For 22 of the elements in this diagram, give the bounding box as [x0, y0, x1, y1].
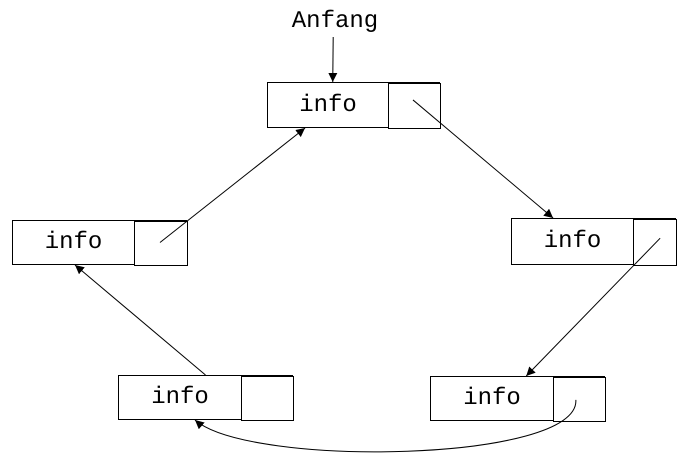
pointer-arrow [412, 99, 554, 218]
pointer-arrow [194, 399, 576, 452]
pointer-arrow [160, 128, 306, 243]
pointer-cell [241, 376, 294, 421]
pointer-cell [633, 219, 677, 266]
info-field-label: info [44, 229, 102, 256]
info-field-label: info [544, 228, 602, 255]
info-field-label: info [151, 384, 209, 411]
pointer-cell [553, 377, 606, 422]
list-node [118, 375, 293, 420]
list-node [511, 218, 676, 265]
info-field-label: info [299, 92, 357, 118]
pointer-arrow [74, 264, 206, 376]
list-node [12, 220, 187, 265]
pointer-arrow [328, 36, 338, 82]
list-node [430, 376, 605, 421]
pointer-arrow [526, 238, 661, 376]
list-node [267, 82, 440, 128]
pointer-cell [134, 221, 188, 266]
info-field-label: info [463, 385, 521, 412]
pointer-cell [388, 83, 441, 129]
start-label: Anfang [292, 8, 378, 34]
